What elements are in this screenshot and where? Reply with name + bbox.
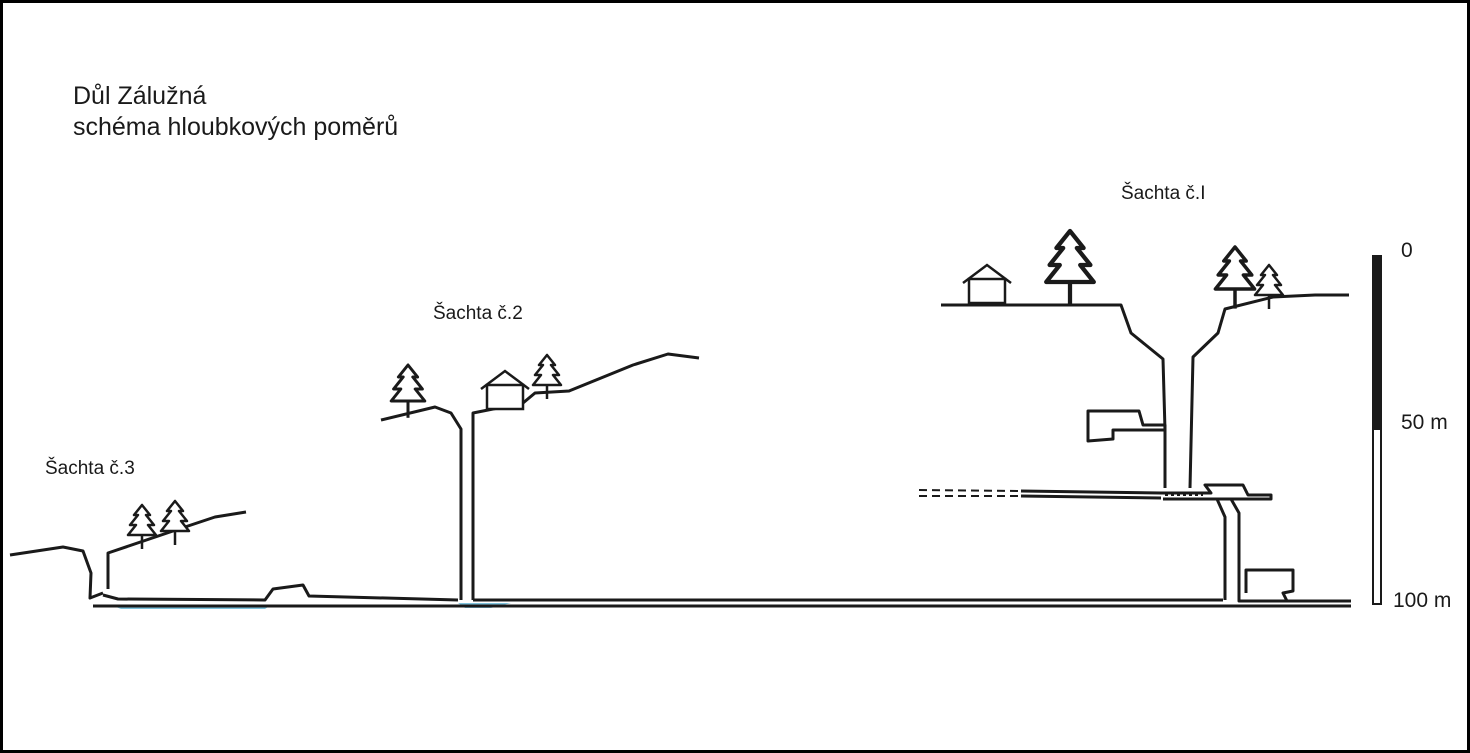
shaft-1-label: Šachta č.I xyxy=(1121,183,1206,204)
scale-label-50: 50 m xyxy=(1401,411,1448,434)
title-line-2: schéma hloubkových poměrů xyxy=(73,113,399,141)
surface-terrain-left xyxy=(9,510,247,600)
scale-label-100: 100 m xyxy=(1393,589,1452,612)
shaft-2-label: Šachta č.2 xyxy=(433,303,523,324)
scale-label-0: 0 xyxy=(1401,239,1413,262)
shaft-1-profile xyxy=(941,293,1351,603)
depth-scale-bar xyxy=(1372,255,1382,605)
diagram-title: Důl Zálužná schéma hloubkových poměrů xyxy=(73,81,398,143)
houses xyxy=(479,263,1013,411)
abandoned-gallery-dashed xyxy=(918,489,1203,497)
main-gallery xyxy=(93,583,1351,608)
title-line-1: Důl Zálužná xyxy=(73,82,207,110)
shaft-3-label: Šachta č.3 xyxy=(45,458,135,479)
trees xyxy=(126,231,1285,551)
shaft-2-profile xyxy=(380,352,700,600)
mine-profile-drawing xyxy=(9,3,1382,609)
scale-bar-light xyxy=(1372,428,1382,605)
scale-bar-dark xyxy=(1372,255,1382,430)
